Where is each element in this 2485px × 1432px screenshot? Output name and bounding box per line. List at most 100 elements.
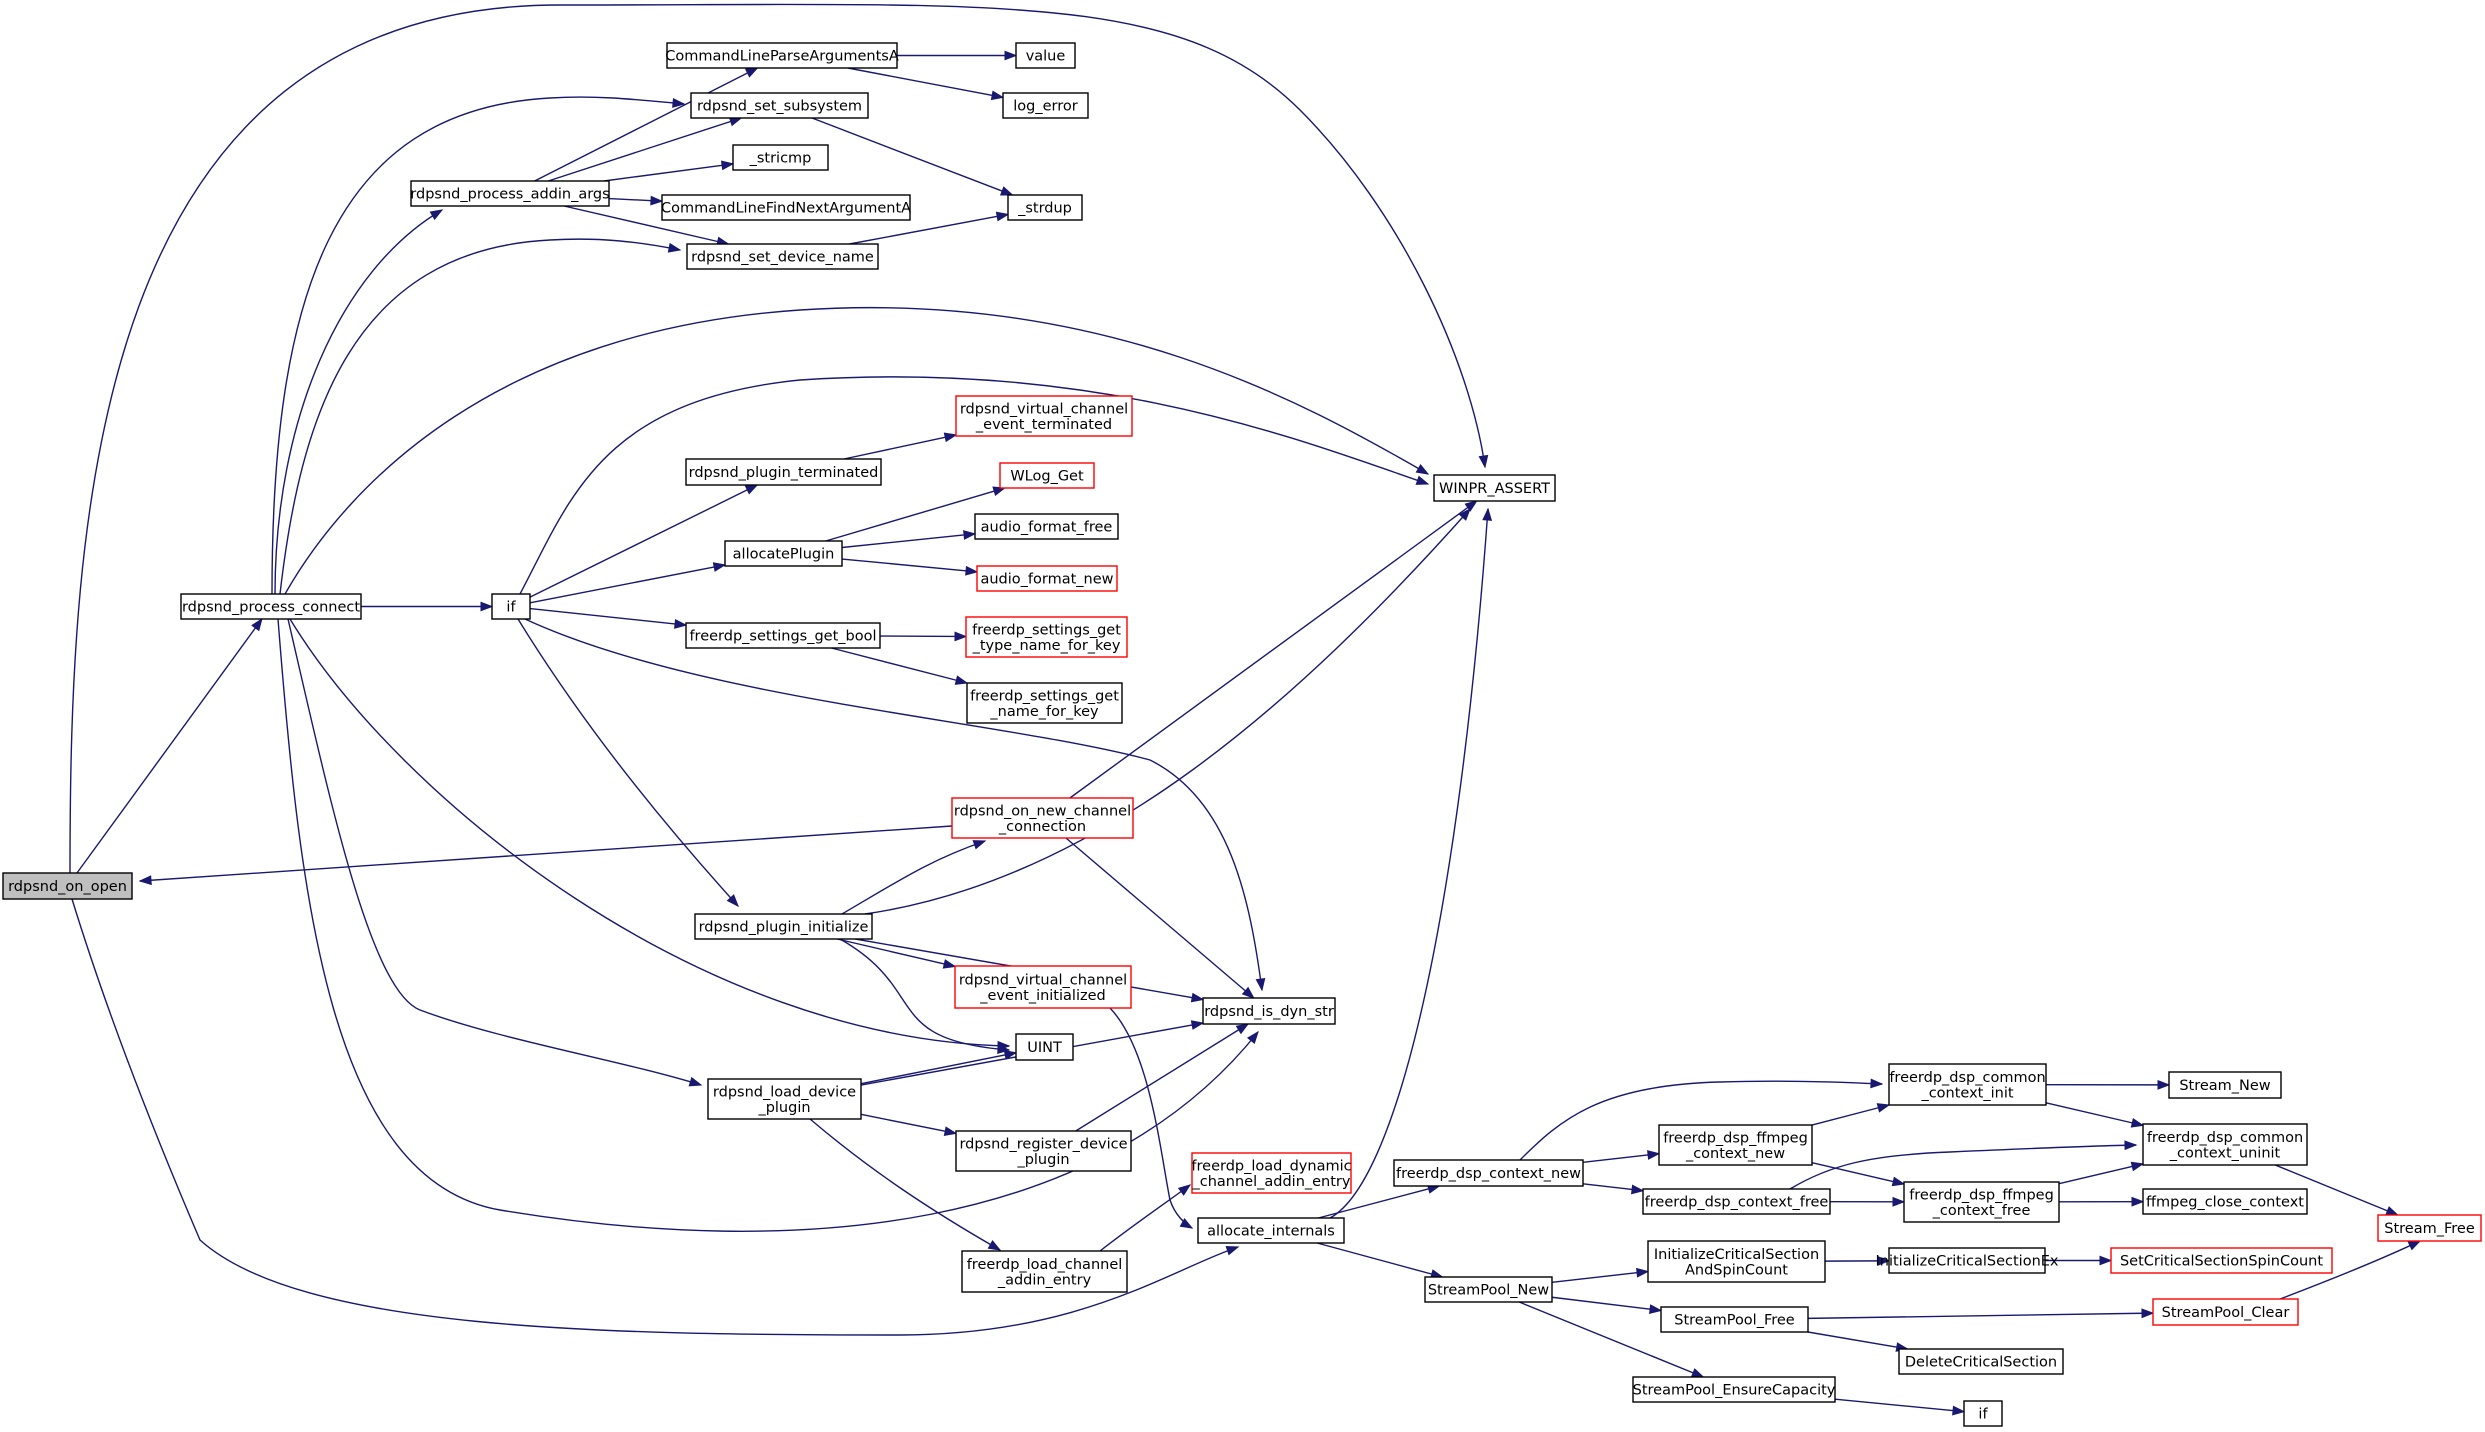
node-box[interactable] (1424, 1276, 1553, 1303)
node-box[interactable] (1002, 92, 1089, 119)
node-StreamPool-EnsureCapacity[interactable]: StreamPool_EnsureCapacity (1632, 1376, 1836, 1403)
node-freerdp-dsp-common-context-uninit[interactable]: freerdp_dsp_common_context_uninit (2142, 1123, 2308, 1166)
node-box[interactable] (685, 622, 881, 649)
node-box[interactable] (999, 462, 1095, 489)
node-rdpsnd-on-open[interactable]: rdpsnd_on_open (2, 872, 133, 900)
node-SetCriticalSectionSpinCount[interactable]: SetCriticalSectionSpinCount (2110, 1247, 2333, 1274)
node-box[interactable] (1898, 1348, 2064, 1375)
node-Stream-New[interactable]: Stream_New (2168, 1071, 2282, 1099)
node-box[interactable] (1647, 1240, 1826, 1283)
node-box[interactable] (661, 194, 911, 221)
node-box[interactable] (2152, 1298, 2299, 1326)
node-freerdp-dsp-ffmpeg-context-free[interactable]: freerdp_dsp_ffmpeg_context_free (1903, 1181, 2060, 1223)
node-log-error[interactable]: log_error (1002, 92, 1089, 119)
node-rdpsnd-load-device-plugin[interactable]: rdpsnd_load_device_plugin (707, 1078, 862, 1120)
node-box[interactable] (955, 1130, 1132, 1172)
node-box[interactable] (694, 913, 873, 940)
node-box[interactable] (180, 593, 362, 620)
node-box[interactable] (1433, 474, 1556, 502)
node-box[interactable] (2377, 1214, 2482, 1242)
node-box[interactable] (690, 92, 869, 119)
node-freerdp-load-dynamic-channel-addin-entry[interactable]: freerdp_load_dynamic_channel_addin_entry (1191, 1152, 1352, 1194)
node-box[interactable] (1197, 1217, 1345, 1244)
node-StreamPool-New[interactable]: StreamPool_New (1424, 1276, 1553, 1303)
node-box[interactable] (685, 458, 882, 486)
node-StreamPool-Free[interactable]: StreamPool_Free (1660, 1306, 1809, 1333)
node-if-b[interactable]: if (1963, 1400, 2003, 1427)
node-rdpsnd-plugin-initialize[interactable]: rdpsnd_plugin_initialize (694, 913, 873, 940)
node-box[interactable] (951, 797, 1134, 839)
node-box[interactable] (2142, 1188, 2308, 1215)
node-box[interactable] (1202, 997, 1336, 1025)
node-box[interactable] (707, 1078, 862, 1120)
node--strdup[interactable]: _strdup (1007, 194, 1083, 221)
node-rdpsnd-process-connect[interactable]: rdpsnd_process_connect (180, 593, 362, 620)
node-rdpsnd-set-device-name[interactable]: rdpsnd_set_device_name (686, 243, 879, 270)
node-box[interactable] (2, 872, 133, 900)
node-box[interactable] (954, 965, 1132, 1009)
node-freerdp-settings-get-type-name-for-key[interactable]: freerdp_settings_get_type_name_for_key (965, 616, 1128, 658)
node-freerdp-dsp-ffmpeg-context-new[interactable]: freerdp_dsp_ffmpeg_context_new (1658, 1124, 1813, 1166)
node-box[interactable] (976, 565, 1118, 592)
node-box[interactable] (666, 42, 898, 69)
node-box[interactable] (410, 180, 610, 207)
node-audio-format-new[interactable]: audio_format_new (976, 565, 1118, 592)
node-CommandLineFindNextArgumentA[interactable]: CommandLineFindNextArgumentA (661, 194, 911, 221)
node-Stream-Free[interactable]: Stream_Free (2377, 1214, 2482, 1242)
node-DeleteCriticalSection[interactable]: DeleteCriticalSection (1898, 1348, 2064, 1375)
node-box[interactable] (1015, 42, 1076, 69)
node-InitializeCriticalSectionEx[interactable]: InitializeCriticalSectionEx (1875, 1247, 2059, 1274)
node-box[interactable] (1660, 1306, 1809, 1333)
node-rdpsnd-process-addin-args[interactable]: rdpsnd_process_addin_args (410, 180, 610, 207)
node-freerdp-dsp-context-free[interactable]: freerdp_dsp_context_free (1642, 1188, 1831, 1215)
node-box[interactable] (1393, 1159, 1584, 1187)
node-freerdp-dsp-common-context-init[interactable]: freerdp_dsp_common_context_init (1888, 1063, 2047, 1106)
node-box[interactable] (2110, 1247, 2333, 1274)
node-box[interactable] (966, 682, 1123, 724)
node-box[interactable] (1642, 1188, 1831, 1215)
node-freerdp-settings-get-bool[interactable]: freerdp_settings_get_bool (685, 622, 881, 649)
node-box[interactable] (724, 540, 843, 567)
node-rdpsnd-virtual-channel-event-initialized[interactable]: rdpsnd_virtual_channel_event_initialized (954, 965, 1132, 1009)
node-rdpsnd-set-subsystem[interactable]: rdpsnd_set_subsystem (690, 92, 869, 119)
node-box[interactable] (2168, 1071, 2282, 1099)
node-box[interactable] (732, 144, 829, 171)
node-rdpsnd-on-new-channel-connection[interactable]: rdpsnd_on_new_channel_connection (951, 797, 1134, 839)
node-box[interactable] (1632, 1376, 1836, 1403)
node-UINT[interactable]: UINT (1015, 1033, 1074, 1061)
node-box[interactable] (1963, 1400, 2003, 1427)
node-audio-format-free[interactable]: audio_format_free (974, 513, 1119, 540)
node-rdpsnd-is-dyn-str[interactable]: rdpsnd_is_dyn_str (1202, 997, 1336, 1025)
node-freerdp-dsp-context-new[interactable]: freerdp_dsp_context_new (1393, 1159, 1584, 1187)
node--stricmp[interactable]: _stricmp (732, 144, 829, 171)
node-box[interactable] (965, 616, 1128, 658)
node-box[interactable] (2142, 1123, 2308, 1166)
node-box[interactable] (491, 593, 531, 620)
node-box[interactable] (1903, 1181, 2060, 1223)
node-StreamPool-Clear[interactable]: StreamPool_Clear (2152, 1298, 2299, 1326)
node-box[interactable] (955, 395, 1133, 437)
node-WINPR-ASSERT[interactable]: WINPR_ASSERT (1433, 474, 1556, 502)
node-box[interactable] (1015, 1033, 1074, 1061)
node-box[interactable] (1888, 1063, 2047, 1106)
node-allocatePlugin[interactable]: allocatePlugin (724, 540, 843, 567)
node-ffmpeg-close-context[interactable]: ffmpeg_close_context (2142, 1188, 2308, 1215)
node-box[interactable] (1888, 1247, 2046, 1274)
node-allocate-internals[interactable]: allocate_internals (1197, 1217, 1345, 1244)
node-freerdp-load-channel-addin-entry[interactable]: freerdp_load_channel_addin_entry (961, 1250, 1128, 1293)
node-CommandLineParseArgumentsA[interactable]: CommandLineParseArgumentsA (665, 42, 899, 69)
node-rdpsnd-register-device-plugin[interactable]: rdpsnd_register_device_plugin (955, 1130, 1132, 1172)
node-box[interactable] (974, 513, 1119, 540)
node-if-a[interactable]: if (491, 593, 531, 620)
node-box[interactable] (961, 1250, 1128, 1293)
node-box[interactable] (1007, 194, 1083, 221)
node-box[interactable] (1191, 1152, 1352, 1194)
node-value[interactable]: value (1015, 42, 1076, 69)
node-box[interactable] (1658, 1124, 1813, 1166)
node-WLog-Get[interactable]: WLog_Get (999, 462, 1095, 489)
node-rdpsnd-plugin-terminated[interactable]: rdpsnd_plugin_terminated (685, 458, 882, 486)
node-box[interactable] (686, 243, 879, 270)
node-rdpsnd-virtual-channel-event-terminated[interactable]: rdpsnd_virtual_channel_event_terminated (955, 395, 1133, 437)
node-freerdp-settings-get-name-for-key[interactable]: freerdp_settings_get_name_for_key (966, 682, 1123, 724)
